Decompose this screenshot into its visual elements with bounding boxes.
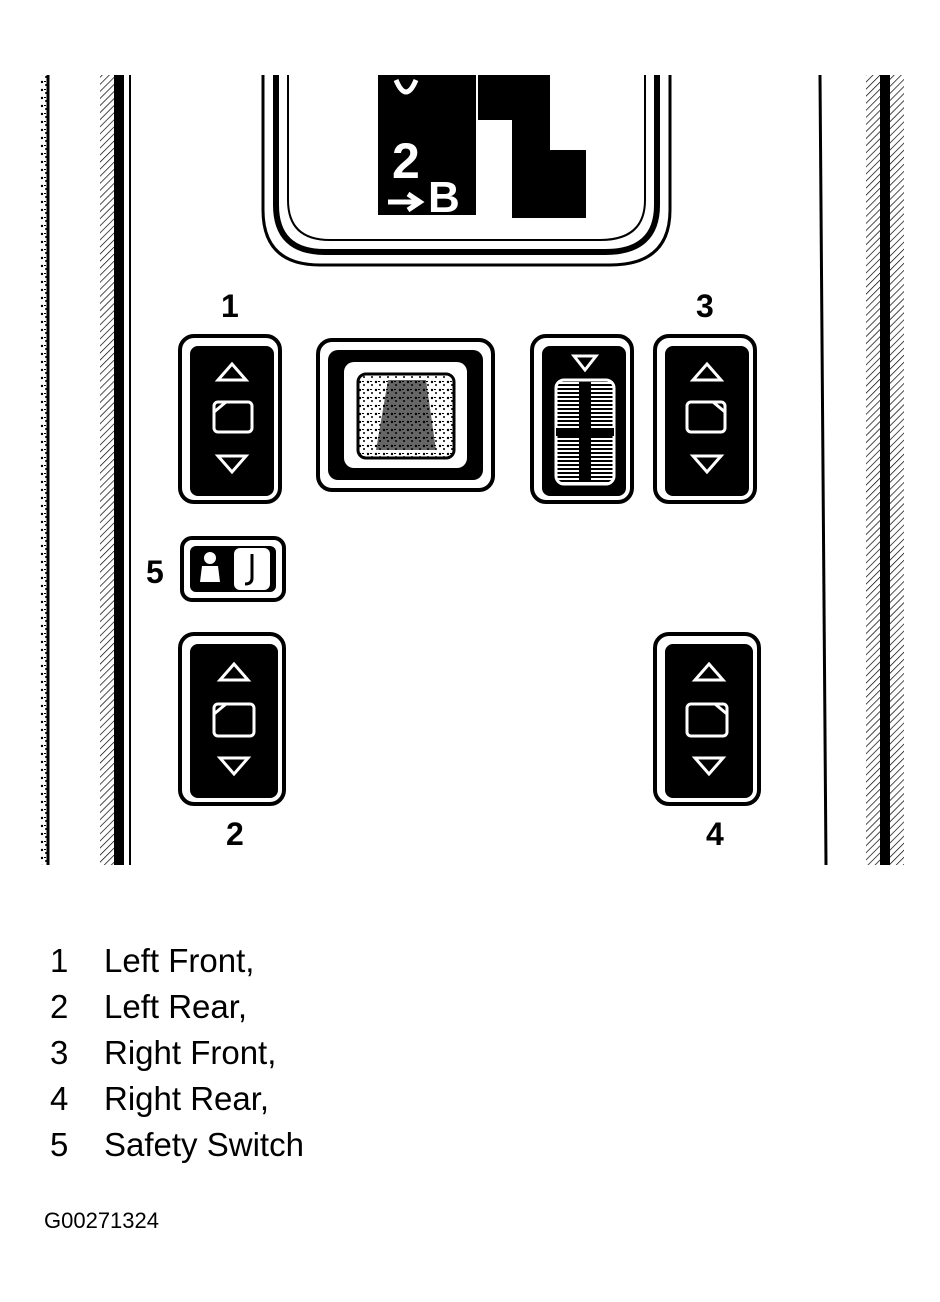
right-console-rail — [818, 74, 904, 866]
legend-item: 4 Right Rear, — [50, 1076, 304, 1122]
callout-5: 5 — [146, 554, 164, 590]
left-console-rail — [40, 75, 131, 865]
window-switch-icon — [685, 661, 729, 777]
child-lock-icon — [200, 548, 270, 590]
legend-label: Left Rear, — [104, 988, 248, 1025]
callout-3: 3 — [696, 288, 714, 324]
legend-item: 1 Left Front, — [50, 938, 304, 984]
window-switch-left-front[interactable] — [178, 334, 282, 504]
legend-number: 3 — [50, 1034, 69, 1071]
figure-id: G00271324 — [44, 1208, 159, 1233]
window-switch-right-front[interactable] — [653, 334, 757, 504]
gear-label-2: 2 — [392, 133, 420, 189]
mode-label-b: B — [428, 173, 460, 222]
safety-switch[interactable] — [180, 536, 286, 602]
console-illustration: 2 B — [40, 74, 904, 866]
legend-item: 2 Left Rear, — [50, 984, 304, 1030]
legend-item: 3 Right Front, — [50, 1030, 304, 1076]
legend-label: Right Front, — [104, 1034, 277, 1071]
window-switch-icon — [685, 361, 727, 475]
window-switch-right-rear[interactable] — [653, 632, 761, 806]
legend-label: Right Rear, — [104, 1080, 270, 1117]
mirror-adjust-switch[interactable] — [316, 338, 495, 492]
legend-number: 4 — [50, 1080, 69, 1117]
window-switch-icon — [212, 361, 254, 475]
window-switch-icon — [212, 661, 256, 777]
legend-label: Safety Switch — [104, 1126, 304, 1163]
legend: 1 Left Front, 2 Left Rear, 3 Right Front… — [50, 938, 304, 1168]
legend-number: 5 — [50, 1126, 69, 1163]
legend-number: 1 — [50, 942, 69, 979]
window-switch-left-rear[interactable] — [178, 632, 286, 806]
legend-item: 5 Safety Switch — [50, 1122, 304, 1168]
callout-4: 4 — [706, 816, 724, 852]
callout-2: 2 — [226, 816, 244, 852]
legend-label: Left Front, — [104, 942, 255, 979]
callout-1: 1 — [221, 288, 239, 324]
gear-selector: 2 B — [261, 75, 672, 267]
legend-number: 2 — [50, 988, 69, 1025]
roller-switch[interactable] — [530, 334, 634, 504]
